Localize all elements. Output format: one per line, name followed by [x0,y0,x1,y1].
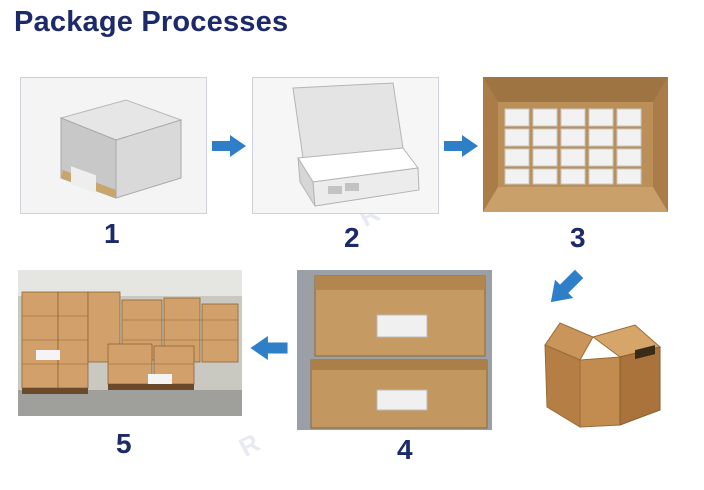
arrow-right-icon [444,135,478,157]
page-title: Package Processes [14,6,289,38]
step-number: 5 [116,428,132,459]
step-5-image [18,270,242,416]
wrapped-box-illustration [21,78,206,213]
step-3-image [483,77,668,212]
arrow-right-icon [212,135,246,157]
step-2-image [252,77,439,214]
open-carton-image [535,315,670,430]
step-1-image [20,77,207,214]
arrow-down-left-icon [545,268,585,308]
arrow-left-icon [250,336,288,360]
watermark: R [233,427,265,463]
filled-carton-illustration [483,77,668,212]
step-number: 2 [344,222,360,253]
step-number: 1 [104,218,120,249]
warehouse-pallets-illustration [18,270,242,416]
step-number: 4 [397,434,413,465]
step-4-image [297,270,492,430]
small-white-boxes [504,108,642,185]
step-number: 3 [570,222,586,253]
open-carton-illustration [544,322,662,428]
open-box-illustration [253,78,438,213]
stacked-cartons-illustration [297,270,492,430]
